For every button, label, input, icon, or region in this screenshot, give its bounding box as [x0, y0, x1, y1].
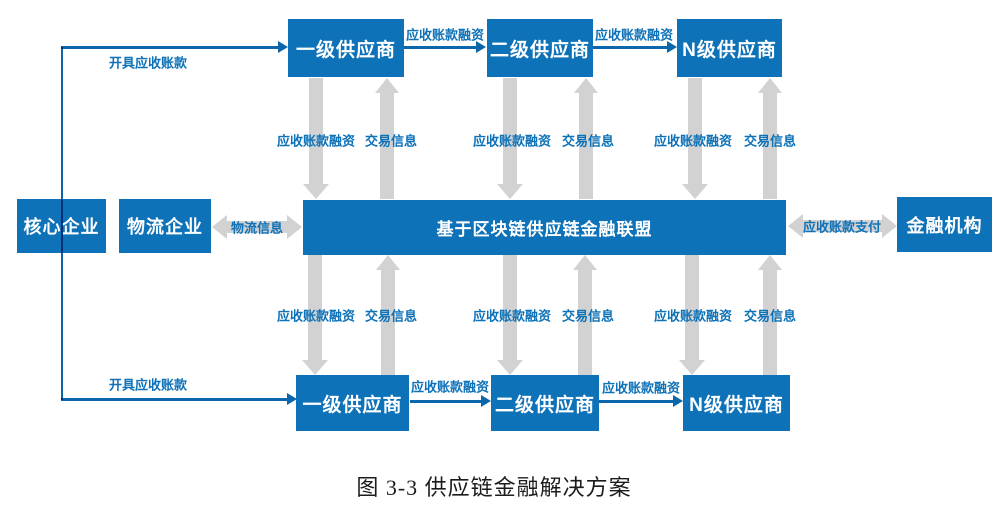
label-receivables-payment: 应收账款支付	[802, 219, 882, 235]
label-financing-down-tierN-bottom: 应收账款融资	[653, 308, 733, 324]
payment-double-arrow-right-head-icon	[882, 214, 897, 238]
financing-down-arrow-tier1-top-shaft	[309, 78, 323, 184]
label-financing-down-tierN-top: 应收账款融资	[653, 133, 733, 149]
node-tierN-supplier-top: N级供应商	[677, 19, 782, 77]
financing-arrow-tier1-tier2-bottom-head-icon	[481, 395, 491, 407]
financing-arrow-tier2-tierN-bottom-head-icon	[673, 395, 683, 407]
financing-down-arrow-tier2-top-head-icon	[497, 184, 523, 199]
label-financing-tier1-tier2-bottom: 应收账款融资	[410, 379, 490, 395]
financing-arrow-tier1-tier2-top-head-icon	[476, 41, 486, 53]
label-issue-receivables-top: 开具应收账款	[108, 55, 188, 71]
transaction-up-arrow-tierN-top-head-icon	[758, 78, 782, 93]
transaction-up-arrow-tierN-bottom-shaft	[763, 270, 777, 375]
issue-receivables-top-arrowhead-icon	[278, 41, 288, 53]
transaction-up-arrow-tier1-top-head-icon	[375, 78, 399, 93]
logistics-double-arrow-shaft	[227, 221, 287, 233]
node-tierN-supplier-bottom: N级供应商	[683, 375, 790, 431]
node-tier1-supplier-bottom: 一级供应商	[296, 375, 409, 431]
issue-receivables-bottom-arrowhead-icon	[287, 393, 297, 405]
label-financing-down-tier2-top: 应收账款融资	[472, 133, 552, 149]
node-financial-institution: 金融机构	[897, 197, 992, 252]
figure-caption: 图 3-3 供应链金融解决方案	[356, 475, 632, 500]
label-financing-tier2-tierN-top: 应收账款融资	[594, 27, 674, 43]
label-logistics-info: 物流信息	[230, 220, 284, 236]
financing-down-arrow-tier1-top-head-icon	[303, 184, 329, 199]
transaction-up-arrow-tier1-bottom-shaft	[381, 270, 395, 375]
logistics-double-arrow-right-head-icon	[287, 215, 302, 239]
node-logistics-enterprise: 物流企业	[119, 199, 211, 253]
financing-down-arrow-tier2-bottom-shaft	[503, 255, 517, 360]
payment-double-arrow-left-head-icon	[788, 214, 803, 238]
financing-down-arrow-tier2-top-shaft	[503, 78, 517, 184]
transaction-up-arrow-tier2-bottom-shaft	[578, 270, 592, 375]
label-transaction-up-tierN-top: 交易信息	[743, 133, 797, 149]
label-financing-tier1-tier2-top: 应收账款融资	[405, 27, 485, 43]
label-financing-down-tier2-bottom: 应收账款融资	[472, 308, 552, 324]
financing-down-arrow-tier1-bottom-shaft	[308, 255, 322, 360]
financing-down-arrow-tierN-top-shaft	[688, 78, 702, 184]
financing-arrow-tier1-tier2-top-line	[404, 46, 477, 49]
transaction-up-arrow-tier2-top-head-icon	[574, 78, 598, 93]
financing-arrow-tier1-tier2-bottom-line	[410, 400, 481, 403]
node-blockchain-alliance: 基于区块链供应链金融联盟	[303, 200, 786, 255]
transaction-up-arrow-tierN-bottom-head-icon	[758, 255, 782, 270]
financing-down-arrow-tier1-bottom-head-icon	[302, 360, 328, 375]
issue-receivables-top-line	[61, 46, 278, 49]
transaction-up-arrow-tier1-bottom-head-icon	[376, 255, 400, 270]
label-financing-tier2-tierN-bottom: 应收账款融资	[601, 380, 681, 396]
label-transaction-up-tierN-bottom: 交易信息	[743, 308, 797, 324]
label-transaction-up-tier2-bottom: 交易信息	[561, 308, 615, 324]
label-issue-receivables-bottom: 开具应收账款	[108, 377, 188, 393]
transaction-up-arrow-tier2-bottom-head-icon	[573, 255, 597, 270]
core-vertical-connector-line	[61, 47, 63, 400]
financing-down-arrow-tierN-top-head-icon	[682, 184, 708, 199]
payment-double-arrow-shaft	[803, 220, 882, 232]
node-tier2-supplier-top: 二级供应商	[487, 19, 593, 77]
transaction-up-arrow-tier2-top-shaft	[579, 93, 593, 199]
logistics-double-arrow-left-head-icon	[212, 215, 227, 239]
label-transaction-up-tier1-bottom: 交易信息	[364, 308, 418, 324]
label-transaction-up-tier1-top: 交易信息	[364, 133, 418, 149]
node-tier1-supplier-top: 一级供应商	[288, 19, 404, 77]
label-financing-down-tier1-top: 应收账款融资	[276, 133, 356, 149]
transaction-up-arrow-tier1-top-shaft	[380, 93, 394, 199]
financing-down-arrow-tierN-bottom-head-icon	[679, 360, 705, 375]
financing-arrow-tier2-tierN-top-head-icon	[667, 41, 677, 53]
transaction-up-arrow-tierN-top-shaft	[763, 93, 777, 199]
financing-arrow-tier2-tierN-bottom-line	[599, 400, 673, 403]
financing-arrow-tier2-tierN-top-line	[592, 46, 667, 49]
financing-down-arrow-tierN-bottom-shaft	[685, 255, 699, 360]
issue-receivables-bottom-line	[61, 398, 287, 401]
financing-down-arrow-tier2-bottom-head-icon	[497, 360, 523, 375]
label-financing-down-tier1-bottom: 应收账款融资	[276, 308, 356, 324]
label-transaction-up-tier2-top: 交易信息	[561, 133, 615, 149]
node-tier2-supplier-bottom: 二级供应商	[491, 375, 599, 431]
